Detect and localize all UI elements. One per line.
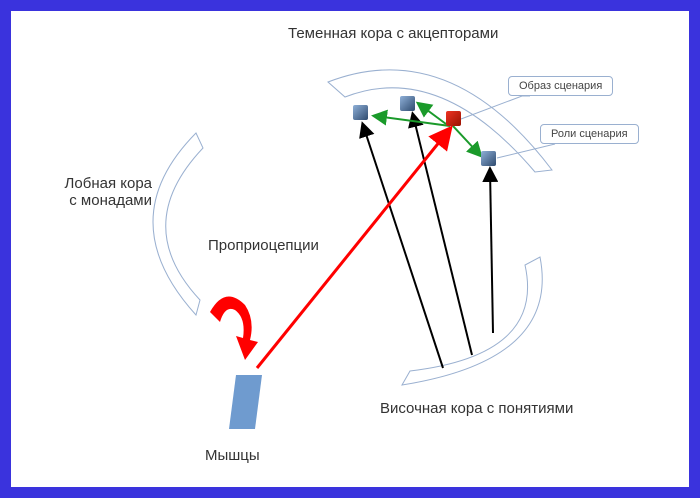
- afferent-arrow-3: [482, 166, 499, 334]
- association-arrow-right: [452, 125, 483, 158]
- afferent-arrow-2: [408, 111, 473, 356]
- parietal-cortex-arc: [327, 69, 553, 173]
- association-arrow-left: [371, 109, 451, 127]
- concept-node-2: [400, 96, 415, 111]
- parietal-cortex-label: Теменная кора с акцепторами: [288, 25, 499, 42]
- callout-scenario-image: Образ сценария: [508, 76, 614, 96]
- afferent-arrow-1: [359, 121, 444, 369]
- callout-line-roles: [496, 143, 556, 159]
- role-node: [481, 151, 496, 166]
- concept-node-1: [353, 105, 368, 120]
- frontal-line-1: Лобная кора: [64, 175, 152, 192]
- frontal-line-2: с монадами: [69, 192, 152, 209]
- callout-scenario-roles: Роли сценария: [540, 124, 639, 144]
- scenario-image-node: [446, 111, 461, 126]
- callout-line-image: [460, 95, 530, 120]
- temporal-cortex-arc: [401, 256, 543, 386]
- muscles-label: Мышцы: [205, 447, 260, 464]
- muscle-block: [229, 375, 262, 429]
- frontal-cortex-arc: [152, 132, 204, 317]
- temporal-cortex-label: Височная кора с понятиями: [380, 400, 574, 417]
- association-arrow-middle: [415, 101, 447, 125]
- proprioception-label: Проприоцепции: [208, 237, 319, 254]
- efferent-arrow: [255, 125, 453, 369]
- curved-red-arrow: [210, 296, 258, 360]
